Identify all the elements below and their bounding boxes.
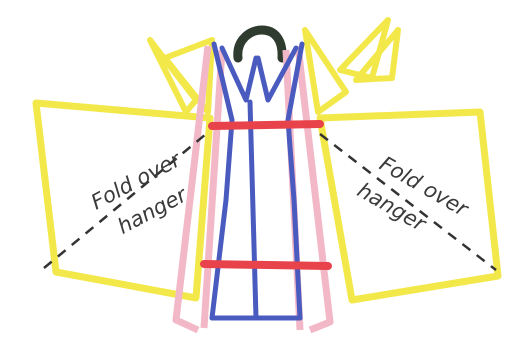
hanger-hook (238, 30, 282, 58)
right-fold-label: Fold over hanger (353, 149, 473, 252)
